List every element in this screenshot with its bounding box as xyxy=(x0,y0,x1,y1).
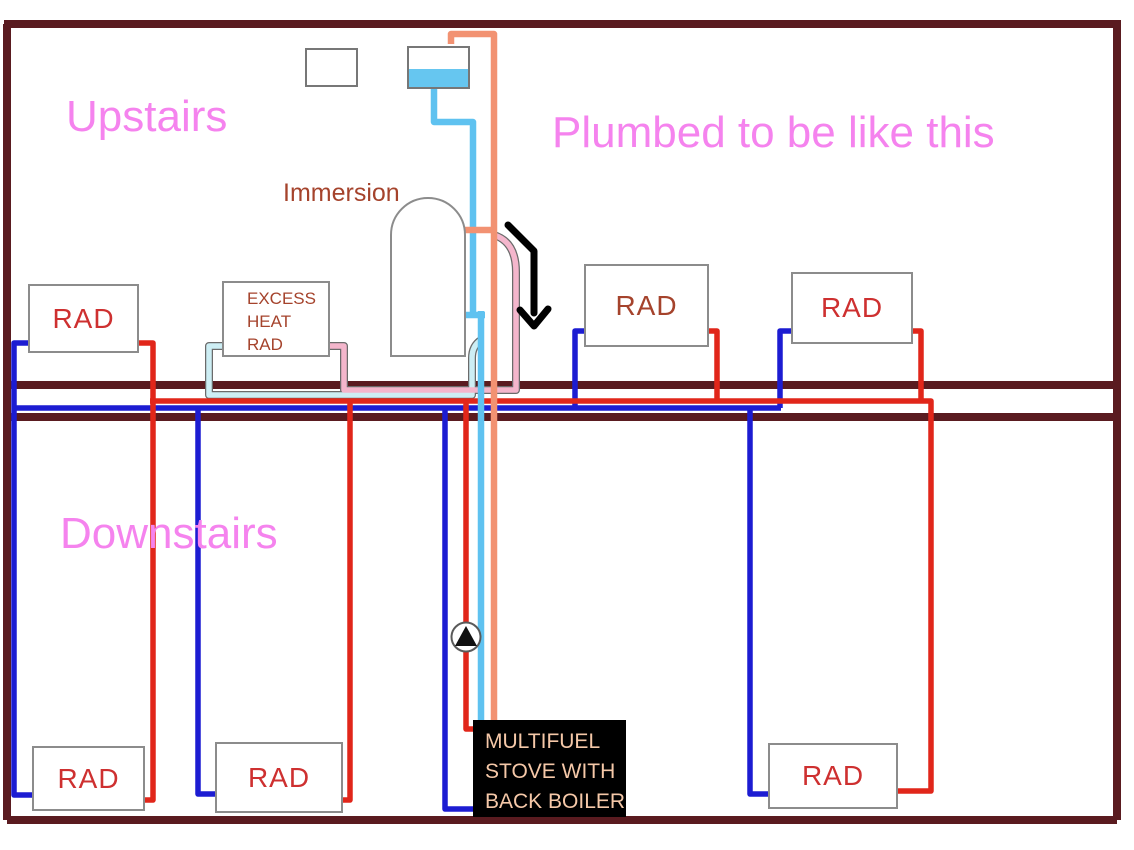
return-pipes-blue xyxy=(11,328,791,812)
arrow-shaft xyxy=(504,221,538,317)
radiator-downstairs-left: RAD xyxy=(32,746,145,811)
pipe-vent-main xyxy=(447,30,498,721)
vent-pipes xyxy=(447,30,498,721)
pipe-blue-stove xyxy=(442,408,476,812)
small-header-tank xyxy=(305,48,358,87)
pipe-red-main xyxy=(150,398,934,794)
radiator-downstairs-middle: RAD xyxy=(215,742,343,813)
radiator-label: RAD xyxy=(820,292,884,323)
pipe-red-left-risers xyxy=(139,340,156,803)
pump-icon xyxy=(450,621,482,653)
radiator-upstairs-middle: RAD xyxy=(584,264,709,347)
radiator-label: RAD xyxy=(615,289,678,321)
cold-feed-pipes xyxy=(430,87,485,721)
caption-text: Plumbed to be like this xyxy=(552,108,995,157)
radiator-downstairs-right: RAD xyxy=(768,743,898,809)
stove-line-3: BACK BOILER xyxy=(485,790,626,813)
pump-direction-triangle xyxy=(455,626,477,646)
radiator-upstairs-left: RAD xyxy=(28,284,139,353)
stove-line-1: MULTIFUEL xyxy=(485,730,601,753)
radiator-label: RAD xyxy=(52,302,115,334)
excess-heat-line-2: HEAT xyxy=(247,312,292,331)
radiator-label: RAD xyxy=(57,762,120,794)
pipe-red-upstairs-middle xyxy=(709,328,720,401)
floor-label-downstairs: Downstairs xyxy=(60,509,278,558)
pipe-blue-left-risers xyxy=(11,340,32,798)
radiator-label: RAD xyxy=(801,760,865,791)
pipe-red-upstairs-right xyxy=(913,328,924,401)
cold-water-tank xyxy=(407,46,470,89)
stove-line-2: STOVE WITH xyxy=(485,760,616,783)
excess-heat-line-3: RAD xyxy=(247,335,283,354)
tank-water-level xyxy=(409,69,468,87)
excess-heat-line-1: EXCESS xyxy=(247,289,316,308)
arrow-head xyxy=(516,305,552,330)
hot-water-cylinder xyxy=(390,197,466,357)
pipe-blue-downstairs-middle xyxy=(195,408,215,797)
floor-label-upstairs: Upstairs xyxy=(66,92,228,141)
pipe-red-stove-pump-line xyxy=(463,401,477,732)
pipe-cold-feed-from-tank xyxy=(430,87,477,315)
radiator-label: RAD xyxy=(247,761,311,793)
excess-flow-pipe-pink xyxy=(330,232,519,393)
radiator-upstairs-right: RAD xyxy=(791,272,913,344)
immersion-label: Immersion xyxy=(283,179,400,207)
walls-and-floors xyxy=(3,20,1121,824)
flow-pipes-red xyxy=(139,328,934,803)
pipe-blue-downstairs-right xyxy=(747,408,768,797)
down-arrow-icon xyxy=(504,221,552,330)
radiator-excess-heat: EXCESS HEAT RAD xyxy=(222,281,330,357)
pipe-red-downstairs-middle xyxy=(343,401,353,803)
pipe-blue-upstairs-middle xyxy=(572,328,584,408)
pipe-blue-upstairs-right xyxy=(777,328,791,408)
multifuel-stove: MULTIFUEL STOVE WITH BACK BOILER xyxy=(473,720,626,817)
